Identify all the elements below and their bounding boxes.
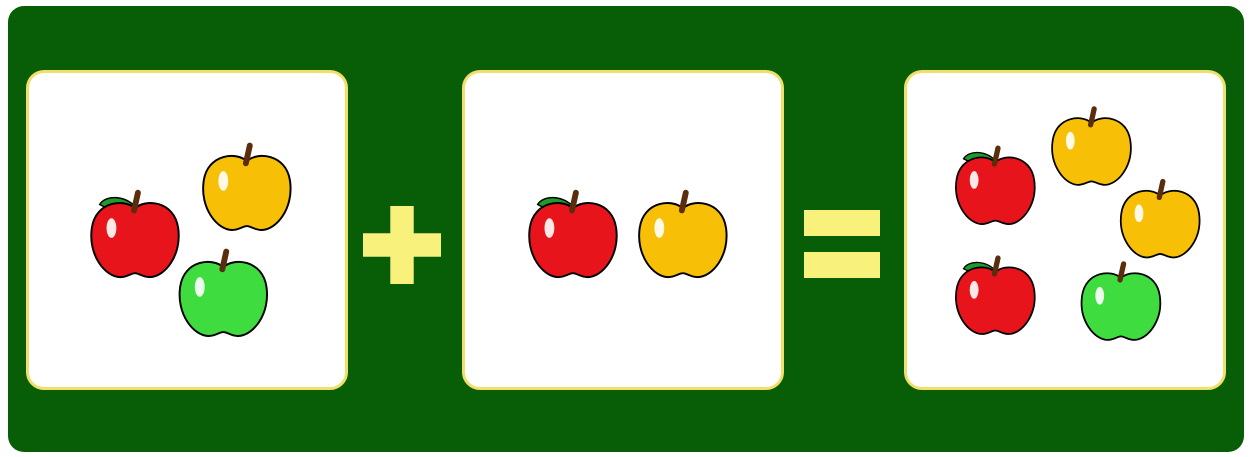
yellow-apple-icon <box>203 146 290 230</box>
yellow-apple-icon <box>639 193 726 277</box>
equals-sign-icon <box>804 210 880 278</box>
red-apple-icon <box>529 193 616 277</box>
green-apple-icon <box>1082 264 1161 340</box>
middle-apple-card <box>462 70 784 390</box>
red-apple-icon <box>956 148 1035 224</box>
result-apple-card <box>904 70 1226 390</box>
left-apple-card <box>26 70 348 390</box>
red-apple-icon <box>91 193 178 277</box>
yellow-apple-icon <box>1052 109 1131 185</box>
equation-board <box>8 6 1244 452</box>
plus-sign-icon <box>363 206 441 284</box>
red-apple-icon <box>956 258 1035 334</box>
yellow-apple-icon <box>1121 182 1200 258</box>
green-apple-icon <box>180 252 267 336</box>
